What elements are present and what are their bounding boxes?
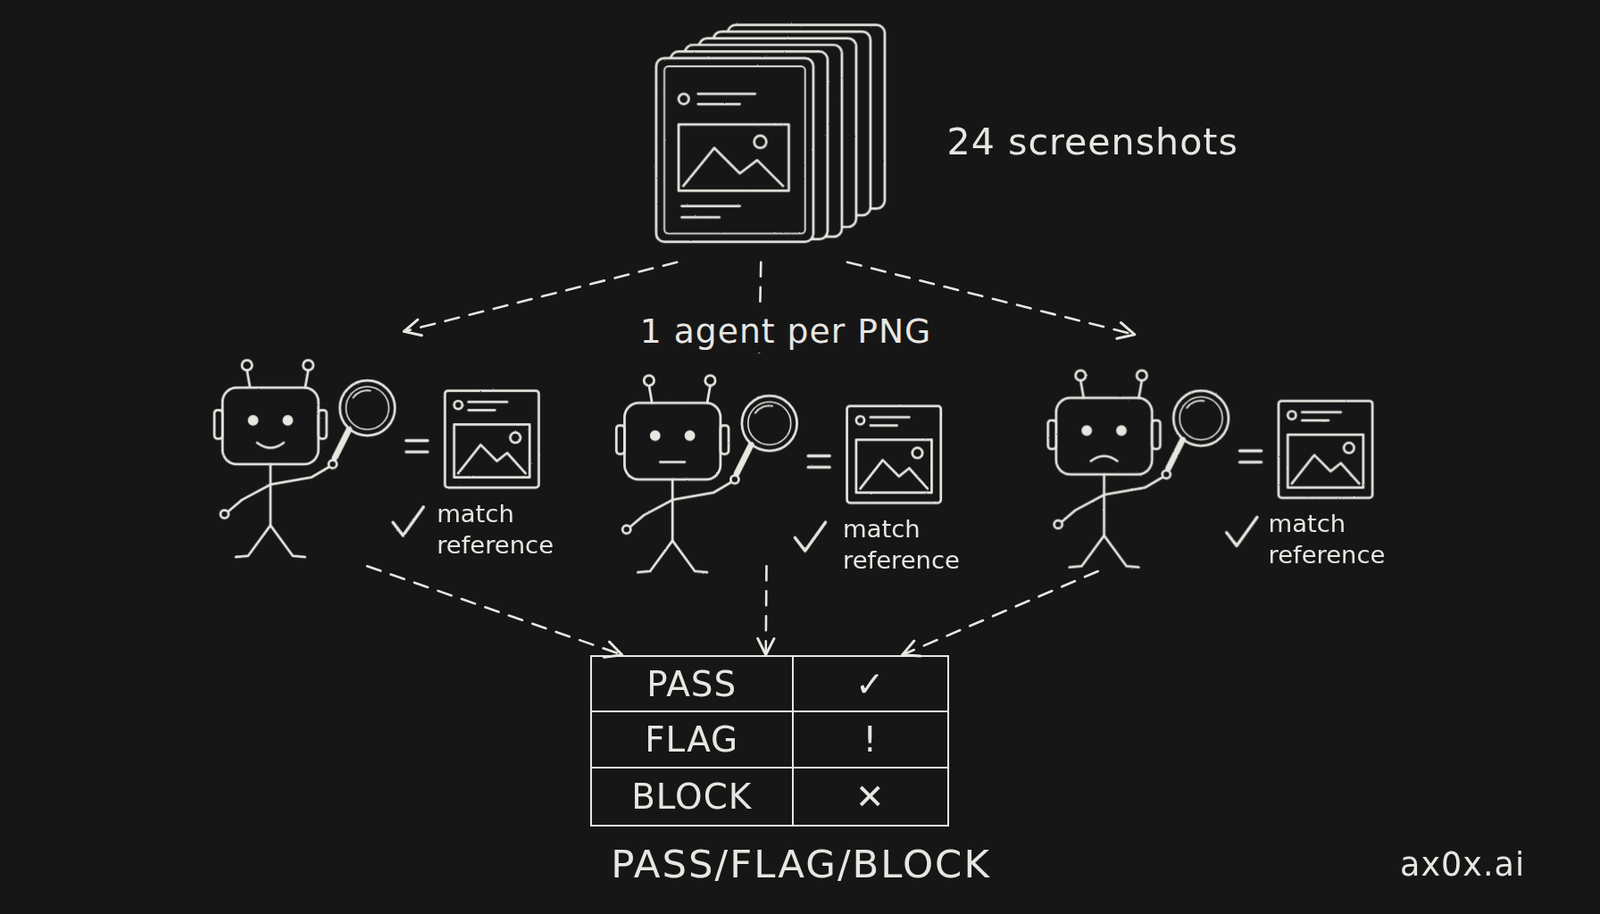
match-label: match reference (842, 513, 986, 576)
card-sun (754, 135, 767, 149)
card-dot (678, 93, 689, 104)
table-cell: ✕ (793, 768, 948, 825)
table-cell: FLAG (591, 712, 794, 769)
dashed-arrow (366, 566, 623, 655)
agent-robot (616, 375, 941, 574)
screenshot-stack-art (656, 25, 885, 242)
front-card (656, 58, 814, 242)
table-cell: ! (793, 712, 948, 769)
dashed-arrow (902, 571, 1099, 656)
stack-heading: 24 screenshots (947, 120, 1315, 165)
result-table: PASS✓FLAG!BLOCK✕ (590, 655, 950, 827)
card-mountains (683, 148, 784, 187)
match-label: match reference (436, 498, 580, 561)
table-cell: BLOCK (591, 768, 794, 825)
flat-mouth (659, 460, 684, 464)
agent-group: match reference (208, 331, 576, 567)
smile-mouth (257, 442, 284, 449)
card-lines (698, 93, 756, 104)
agent-robot (214, 359, 539, 558)
frown-mouth (1091, 456, 1118, 462)
agent-group: match reference (612, 351, 980, 567)
card-image (678, 124, 789, 191)
watermark: ax0x.ai (1400, 844, 1594, 885)
table-cell: ✓ (793, 657, 948, 714)
chalk-drawing (214, 25, 1373, 573)
caption: PASS/FLAG/BLOCK (576, 841, 1026, 890)
dashed-arrow (764, 566, 767, 655)
agent-group: match reference (1042, 334, 1410, 572)
screenshot-stack: 24 screenshots (652, 22, 893, 263)
table-cell: PASS (591, 657, 794, 714)
edge-label: 1 agent per PNG (616, 310, 954, 353)
agent-robot (1048, 370, 1373, 568)
card-frame (664, 66, 806, 234)
match-label: match reference (1268, 508, 1412, 571)
card-lines (681, 206, 740, 218)
